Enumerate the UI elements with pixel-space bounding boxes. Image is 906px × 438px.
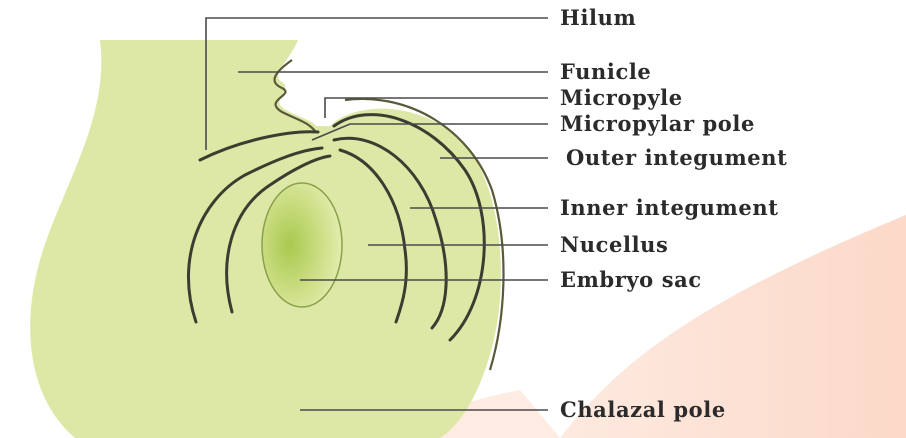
embryo-sac <box>262 183 342 307</box>
label-micropyle: Micropyle <box>560 85 683 110</box>
label-inner-integument: Inner integument <box>560 195 779 220</box>
label-chalazal-pole: Chalazal pole <box>560 397 726 422</box>
label-nucellus: Nucellus <box>560 232 668 257</box>
label-funicle: Funicle <box>560 59 651 84</box>
label-outer-integument: Outer integument <box>566 145 787 170</box>
label-embryo-sac: Embryo sac <box>560 267 702 292</box>
label-hilum: Hilum <box>560 5 636 30</box>
label-micropylar-pole: Micropylar pole <box>560 111 755 136</box>
